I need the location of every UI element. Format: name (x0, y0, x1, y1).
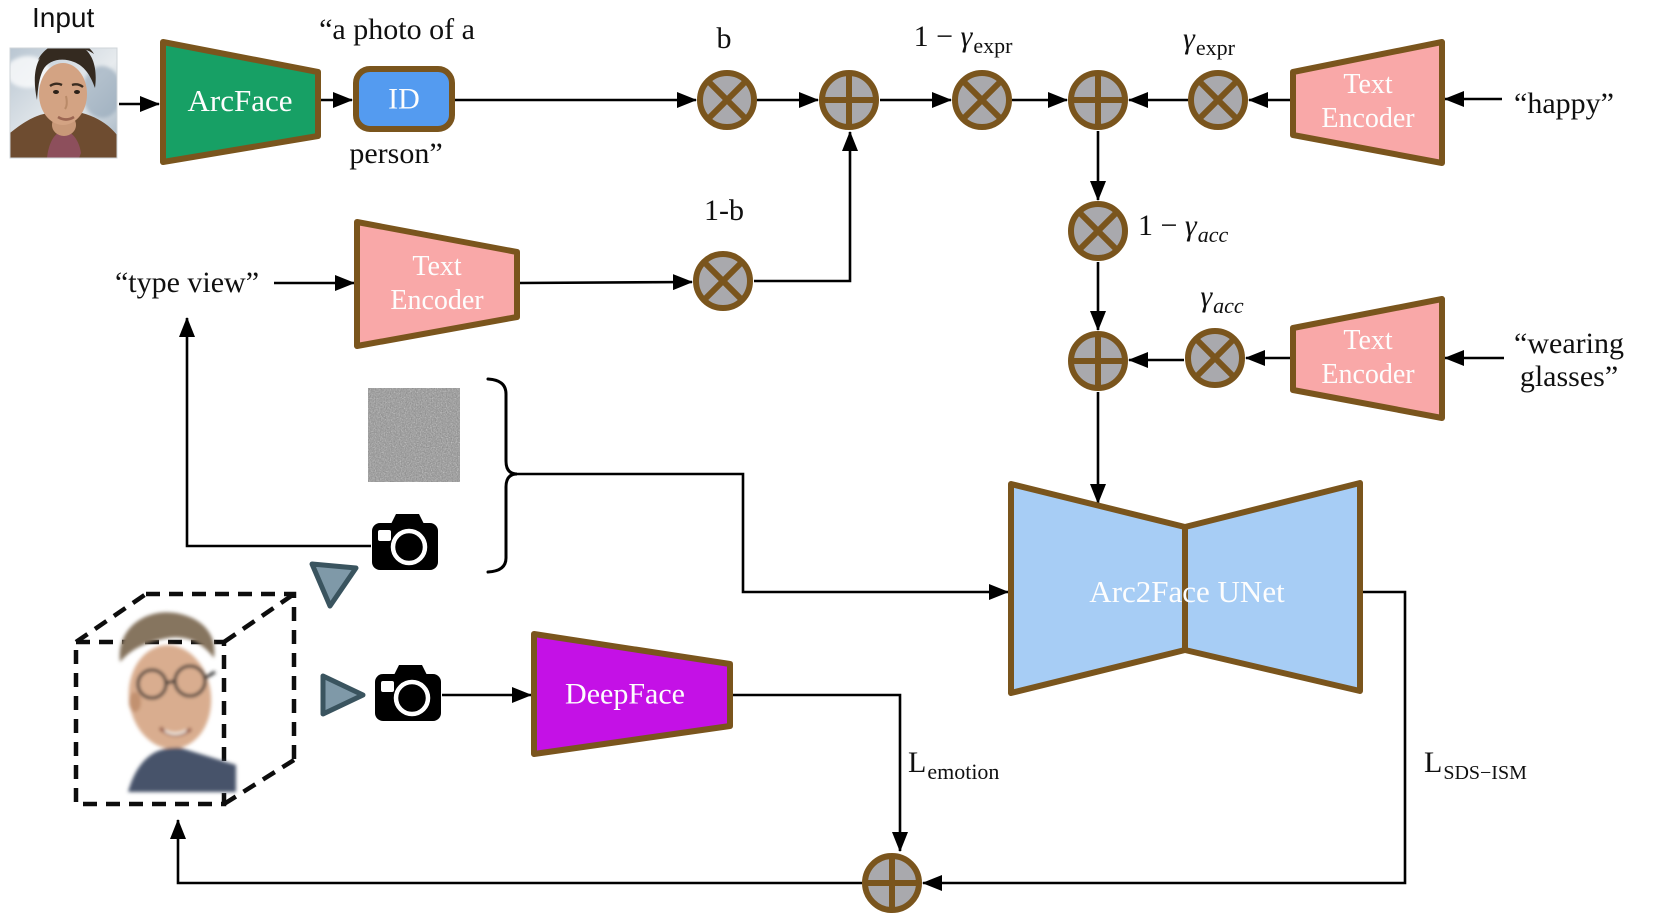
arc2face-unet-label: Arc2Face UNet (1089, 573, 1285, 609)
noise-image (368, 388, 460, 482)
label-one-minus-gamma-acc: 1 − γacc (1138, 209, 1229, 247)
multiply-node-gamma-expr (1188, 70, 1248, 130)
add-node-2 (1068, 70, 1128, 130)
wire-deepface-to-add4 (732, 693, 908, 852)
multiply-node-one-minus-gamma-expr (952, 70, 1012, 130)
emotion-loss-label: Lemotion (908, 746, 1000, 784)
wire-bracket-to-unet (517, 472, 1009, 600)
wires (119, 91, 1504, 891)
prompt-suffix-label: person” (349, 137, 443, 170)
add-node-1 (819, 70, 879, 130)
arcface-block (160, 39, 321, 165)
id-embedding-box (353, 66, 455, 132)
label-b: b (716, 22, 732, 55)
prompt-prefix-label: “a photo of a (319, 13, 475, 46)
add-node-loss (862, 853, 922, 913)
wire-camera1-to-typeview (179, 317, 371, 548)
multiply-node-b (697, 70, 757, 130)
text-encoder-block-view (354, 219, 520, 349)
rendered-face-image (119, 612, 236, 792)
wearing-glasses-prompt: “wearing glasses” (1514, 327, 1624, 393)
label-gamma-acc: γacc (1200, 280, 1244, 318)
wire-add4-to-scene (170, 819, 862, 885)
grouping-bracket (486, 377, 518, 574)
type-view-prompt: “type view” (114, 266, 260, 299)
text-encoder-block-accessory (1290, 296, 1445, 421)
text-encoder-accessory-label: Text Encoder (1321, 325, 1415, 390)
happy-prompt: “happy” (1514, 87, 1614, 120)
multiply-node-one-minus-b (693, 251, 753, 311)
label-one-minus-gamma-expr: 1 − γexpr (913, 20, 1013, 58)
wire-multoneb-to-add1 (754, 131, 858, 283)
camera-cone-icon-bottom (320, 673, 366, 717)
wire-unet-to-add4 (922, 590, 1407, 891)
add-node-3 (1068, 331, 1128, 391)
camera-icon-novel-view (372, 514, 438, 570)
camera-icon-render (375, 665, 441, 721)
deepface-label: DeepFace (565, 677, 685, 711)
dashed-cube (73, 591, 297, 807)
text-encoder-expression-label: Text Encoder (1321, 69, 1415, 134)
multiply-node-gamma-acc (1185, 328, 1245, 388)
wire-enc1-to-mult-oneb (518, 274, 693, 291)
camera-cone-icon-top (309, 561, 359, 609)
sds-ism-loss-label: LSDS−ISM (1424, 746, 1527, 784)
input-label: Input (32, 2, 95, 33)
text-encoder-block-expression (1290, 39, 1445, 166)
label-gamma-expr: γexpr (1183, 22, 1235, 60)
label-one-minus-b: 1-b (704, 194, 744, 227)
text-encoder-view-label: Text Encoder (390, 251, 484, 316)
input-photo (9, 47, 118, 159)
id-label: ID (388, 82, 420, 116)
multiply-node-one-minus-gamma-acc (1068, 201, 1128, 261)
deepface-block (531, 631, 733, 757)
arcface-label: ArcFace (187, 82, 293, 118)
arc2face-unet-decoder-half (1182, 480, 1363, 694)
